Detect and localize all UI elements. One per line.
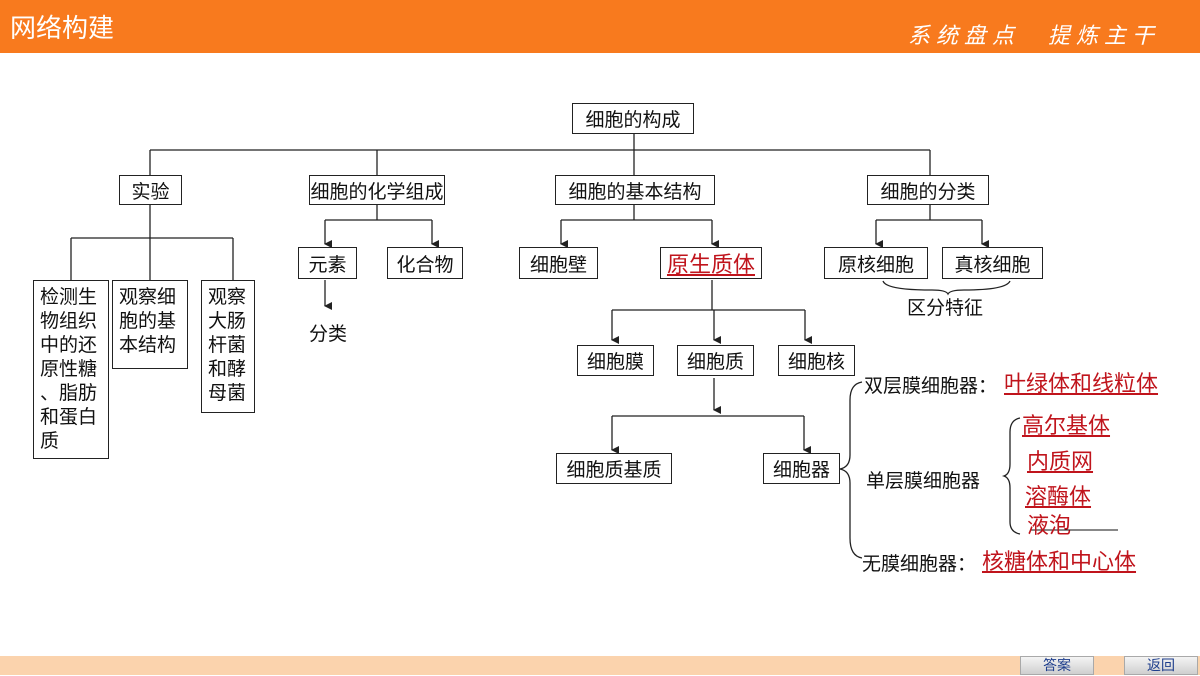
- answer-text: 溶酶体: [1025, 485, 1092, 510]
- label-single-membrane: 单层膜细胞器: [866, 470, 981, 492]
- node-eukaryote: 真核细胞: [942, 247, 1043, 279]
- node-organelles: 细胞器: [763, 453, 840, 484]
- experiment-item: 检测生 物组织 中的还 原性糖 、脂肪 和蛋白 质: [33, 280, 109, 459]
- node-elements: 元素: [298, 247, 357, 279]
- header-bar: 网络构建 系统盘点 提炼主干: [0, 0, 1200, 53]
- node-cell-wall: 细胞壁: [519, 247, 598, 279]
- node-compounds: 化合物: [387, 247, 463, 279]
- section-slogan: 系统盘点 提炼主干: [907, 24, 1160, 49]
- back-button[interactable]: 返回: [1124, 656, 1198, 675]
- node-chemical-composition: 细胞的化学组成: [309, 175, 445, 205]
- answer-single-membrane: 内质网: [1027, 444, 1093, 476]
- protoplast-answer: 原生质体: [666, 253, 755, 278]
- label-classification: 分类: [309, 323, 348, 345]
- root-node: 细胞的构成: [572, 103, 694, 134]
- answer-text: 液泡: [1027, 514, 1072, 539]
- node-nucleus: 细胞核: [778, 345, 855, 376]
- node-protoplast: 原生质体: [660, 247, 762, 279]
- answer-single-membrane: 溶酶体: [1025, 479, 1091, 511]
- node-prokaryote: 原核细胞: [824, 247, 928, 279]
- answer-single-membrane: 液泡: [1027, 508, 1071, 540]
- answer-text: 内质网: [1027, 450, 1094, 475]
- experiment-item: 观察 大肠 杆菌 和酵 母菌: [201, 280, 255, 413]
- answer-double-membrane: 叶绿体和线粒体: [1004, 366, 1158, 398]
- answer-single-membrane: 高尔基体: [1022, 408, 1110, 440]
- experiment-item: 观察细 胞的基 本结构: [112, 280, 188, 369]
- section-title: 网络构建: [10, 14, 115, 44]
- answer-non-membrane: 核糖体和中心体: [982, 544, 1136, 576]
- node-experiment: 实验: [119, 175, 182, 205]
- node-cell-classification: 细胞的分类: [867, 175, 989, 205]
- answer-button[interactable]: 答案: [1020, 656, 1094, 675]
- label-non-membrane: 无膜细胞器：: [862, 553, 977, 575]
- answer-text: 叶绿体和线粒体: [1004, 372, 1159, 397]
- footer-bar: [0, 656, 1200, 675]
- label-double-membrane: 双层膜细胞器：: [864, 375, 998, 397]
- node-basic-structure: 细胞的基本结构: [555, 175, 715, 205]
- node-cell-membrane: 细胞膜: [577, 345, 654, 376]
- label-distinguishing-feature: 区分特征: [907, 297, 984, 319]
- answer-text: 核糖体和中心体: [982, 550, 1137, 575]
- answer-text: 高尔基体: [1022, 414, 1111, 439]
- node-cytoplasm: 细胞质: [677, 345, 754, 376]
- node-cytoplasmic-matrix: 细胞质基质: [556, 453, 672, 484]
